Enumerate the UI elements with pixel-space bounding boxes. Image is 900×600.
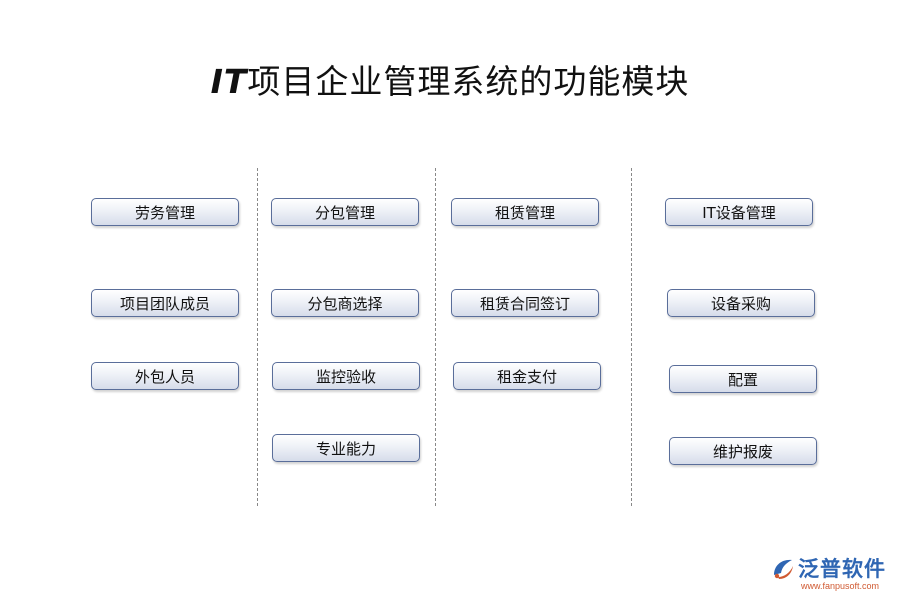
module-box-professional-capability: 专业能力: [272, 434, 420, 462]
module-box-it-equipment-management: IT设备管理: [665, 198, 813, 226]
module-box-equipment-procurement: 设备采购: [667, 289, 815, 317]
brand-logo: 泛普软件 www.fanpusoft.com: [770, 553, 895, 595]
module-box-leasing-management: 租赁管理: [451, 198, 599, 226]
column-divider-1: [257, 168, 258, 506]
module-box-outsourced-staff: 外包人员: [91, 362, 239, 390]
title-rest: 项目企业管理系统的功能模块: [247, 62, 690, 101]
module-box-monitoring-acceptance: 监控验收: [272, 362, 420, 390]
module-box-project-team-members: 项目团队成员: [91, 289, 239, 317]
fanpu-logo-icon: [774, 559, 793, 579]
column-divider-2: [435, 168, 436, 506]
title-prefix: IT: [210, 62, 248, 101]
module-box-rent-payment: 租金支付: [453, 362, 601, 390]
column-divider-3: [631, 168, 632, 506]
module-box-maintenance-scrap: 维护报废: [669, 437, 817, 465]
brand-url: www.fanpusoft.com: [801, 581, 880, 591]
module-box-configuration: 配置: [669, 365, 817, 393]
module-box-labor-management: 劳务管理: [91, 198, 239, 226]
module-box-lease-contract-signing: 租赁合同签订: [451, 289, 599, 317]
brand-name: 泛普软件: [798, 557, 886, 581]
diagram-title: IT项目企业管理系统的功能模块: [0, 55, 900, 103]
module-box-subcontractor-selection: 分包商选择: [271, 289, 419, 317]
module-box-subcontract-management: 分包管理: [271, 198, 419, 226]
